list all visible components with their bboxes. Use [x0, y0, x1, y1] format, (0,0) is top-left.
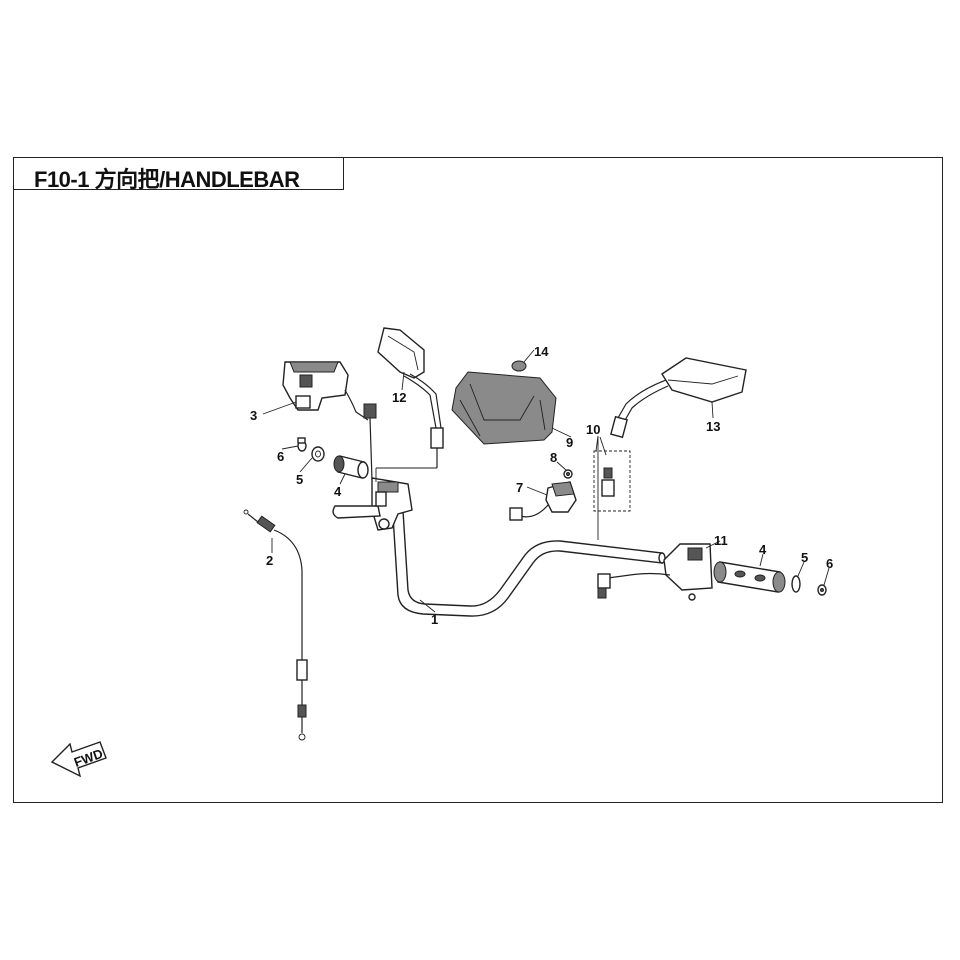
label-7: 7 [516, 480, 523, 495]
part-6-right-end-plug [817, 584, 827, 596]
label-1: 1 [431, 612, 438, 627]
label-5-right: 5 [801, 550, 808, 565]
label-6-left: 6 [277, 449, 284, 464]
label-8: 8 [550, 450, 557, 465]
label-5-left: 5 [296, 472, 303, 487]
part-10-sensor [593, 436, 631, 512]
part-5-right-washer [791, 575, 801, 593]
fwd-arrow-icon: FWD [50, 741, 107, 778]
part-14-cap [511, 360, 527, 372]
part-12-left-mirror [375, 327, 444, 482]
part-9-handlebar-cover [451, 371, 557, 445]
part-5-left-washer [311, 446, 325, 462]
label-11: 11 [714, 533, 728, 548]
part-4-left-grip [333, 455, 369, 479]
left-lever-assembly [332, 477, 413, 531]
title-box: F10-1 方向把/HANDLEBAR [13, 157, 344, 192]
leader-lines [262, 349, 830, 613]
label-10: 10 [586, 422, 600, 437]
part-4-right-grip [713, 561, 786, 593]
part-7-clamp [509, 481, 577, 521]
part-13-right-mirror [597, 357, 747, 540]
label-13: 13 [706, 419, 720, 434]
fwd-label: FWD [72, 746, 105, 770]
label-2: 2 [266, 553, 273, 568]
part-8-bolt [563, 469, 573, 479]
page-title: F10-1 方向把/HANDLEBAR [34, 167, 300, 192]
label-12: 12 [392, 390, 406, 405]
label-14: 14 [534, 344, 549, 359]
label-9: 9 [566, 435, 573, 450]
part-1-handlebar [391, 493, 666, 617]
label-4-left: 4 [334, 484, 342, 499]
label-3: 3 [250, 408, 257, 423]
part-6-left-end-plug [297, 437, 307, 452]
label-6-right: 6 [826, 556, 833, 571]
part-3-left-switch [282, 361, 377, 481]
part-2-cable [243, 509, 308, 741]
label-4-right: 4 [759, 542, 767, 557]
part-11-right-switch [597, 543, 713, 601]
diagram-frame [13, 157, 943, 803]
